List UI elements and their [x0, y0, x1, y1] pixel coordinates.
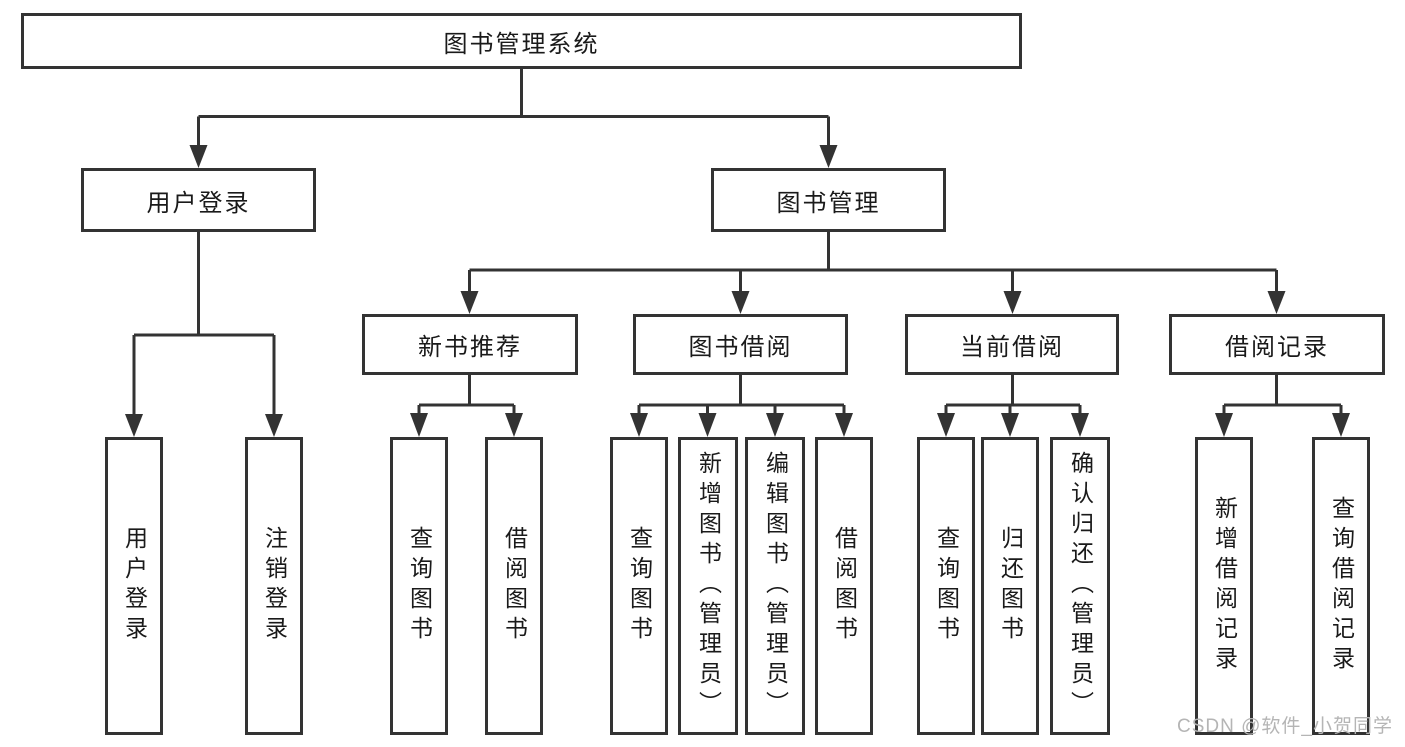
leaf-bb-borrow-books: 借阅图书	[815, 437, 873, 735]
arrowhead	[835, 413, 853, 437]
leaf-cb-return-books: 归还图书	[981, 437, 1039, 735]
leaf-nbr-query-books: 查询图书	[390, 437, 448, 735]
connector-line	[468, 232, 1278, 293]
leaf-bb-query-books: 查询图书	[610, 437, 668, 735]
leaf-cb-confirm-return-admin: 确认归还（管理员）	[1050, 437, 1110, 735]
node-borrow-records: 借阅记录	[1169, 314, 1385, 375]
connector-line	[417, 375, 516, 415]
watermark: CSDN @软件_小贺同学	[1177, 716, 1393, 737]
leaf-cb-confirm-return-admin-label: 确认归还（管理员）	[1067, 451, 1094, 721]
arrowhead	[460, 291, 479, 314]
node-new-book-recommend: 新书推荐	[362, 314, 578, 375]
node-new-book-recommend-label: 新书推荐	[418, 334, 522, 361]
arrowhead	[937, 413, 955, 437]
leaf-logout-label: 注销登录	[261, 526, 288, 646]
node-current-borrow: 当前借阅	[905, 314, 1119, 375]
leaf-br-query-record: 查询借阅记录	[1312, 437, 1370, 735]
node-current-borrow-label: 当前借阅	[960, 334, 1064, 361]
leaf-nbr-query-books-label: 查询图书	[406, 526, 433, 646]
connector-new-book-recommend-to-leaves	[410, 375, 523, 437]
node-book-borrow: 图书借阅	[633, 314, 848, 375]
arrowhead	[410, 413, 428, 437]
node-root-label: 图书管理系统	[443, 30, 600, 58]
leaf-br-add-record: 新增借阅记录	[1195, 437, 1253, 735]
connector-book-management-to-level3	[460, 232, 1286, 314]
connector-line	[944, 375, 1082, 415]
arrowhead	[630, 413, 648, 437]
connector-book-borrow-to-leaves	[630, 375, 853, 437]
leaf-cb-query-books-label: 查询图书	[933, 526, 960, 646]
arrowhead	[125, 414, 143, 437]
node-root: 图书管理系统	[21, 13, 1022, 69]
arrowhead	[1332, 413, 1350, 437]
leaf-user-login: 用户登录	[105, 437, 163, 735]
arrowhead	[766, 413, 784, 437]
leaf-cb-return-books-label: 归还图书	[997, 526, 1024, 646]
leaf-nbr-borrow-books-label: 借阅图书	[501, 526, 528, 646]
arrowhead	[1001, 413, 1019, 437]
connector-line	[637, 375, 846, 415]
node-book-management-label: 图书管理	[776, 189, 881, 217]
connector-current-borrow-to-leaves	[937, 375, 1089, 437]
leaf-user-login-label: 用户登录	[121, 526, 148, 646]
leaf-br-add-record-label: 新增借阅记录	[1211, 496, 1238, 676]
leaf-bb-borrow-books-label: 借阅图书	[831, 526, 858, 646]
node-borrow-records-label: 借阅记录	[1225, 334, 1329, 361]
connector-user-login-to-leaves	[125, 232, 283, 437]
connector-borrow-records-to-leaves	[1215, 375, 1350, 437]
arrowhead	[1267, 291, 1286, 314]
arrowhead	[731, 291, 750, 314]
leaf-br-query-record-label: 查询借阅记录	[1328, 496, 1355, 676]
connector-line	[1222, 375, 1343, 415]
leaf-bb-edit-books-admin: 编辑图书（管理员）	[745, 437, 805, 735]
arrowhead	[1003, 291, 1022, 314]
leaf-bb-query-books-label: 查询图书	[626, 526, 653, 646]
node-user-login-label: 用户登录	[146, 189, 251, 217]
arrowhead	[1071, 413, 1089, 437]
leaf-cb-query-books: 查询图书	[917, 437, 975, 735]
leaf-bb-add-books-admin: 新增图书（管理员）	[678, 437, 738, 735]
arrowhead	[505, 413, 523, 437]
connector-line	[197, 69, 830, 147]
connector-line	[132, 232, 276, 415]
leaf-logout: 注销登录	[245, 437, 303, 735]
arrowhead	[189, 145, 208, 168]
arrowhead	[1215, 413, 1233, 437]
connector-root-to-branches	[189, 69, 838, 168]
arrowhead	[265, 414, 283, 437]
leaf-bb-edit-books-admin-label: 编辑图书（管理员）	[762, 451, 789, 721]
node-user-login: 用户登录	[81, 168, 316, 232]
node-book-management: 图书管理	[711, 168, 946, 232]
leaf-bb-add-books-admin-label: 新增图书（管理员）	[695, 451, 722, 721]
leaf-nbr-borrow-books: 借阅图书	[485, 437, 543, 735]
node-book-borrow-label: 图书借阅	[688, 334, 793, 361]
arrowhead	[819, 145, 838, 168]
arrowhead	[698, 413, 717, 437]
